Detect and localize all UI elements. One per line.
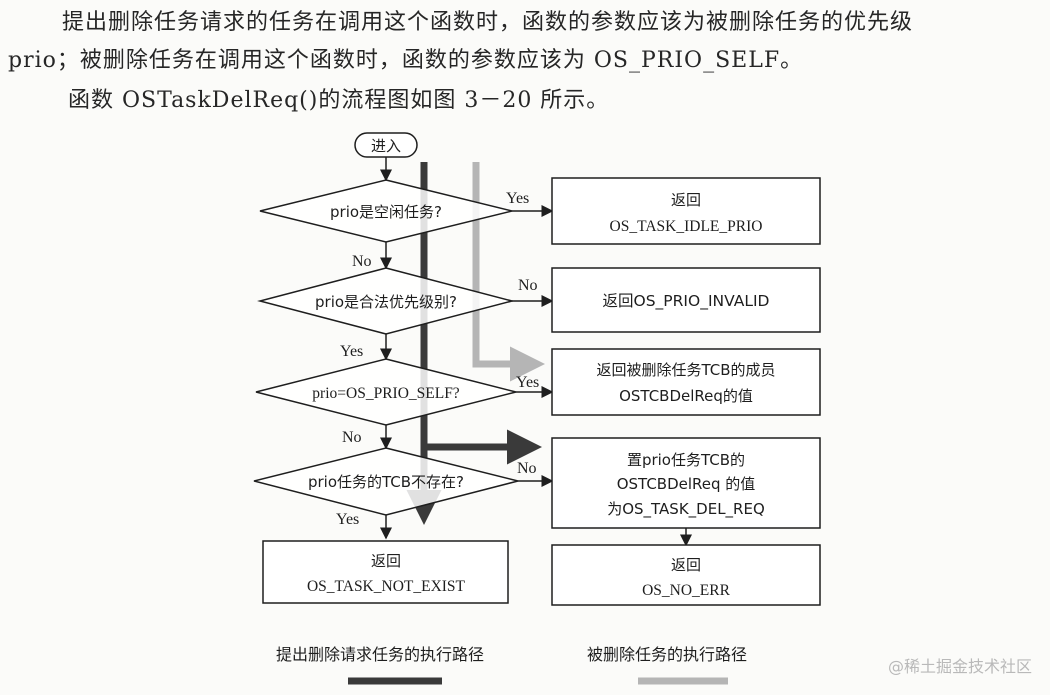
- legend-dark-label: 提出删除请求任务的执行路径: [276, 645, 484, 664]
- decision-prio-self: [255, 358, 517, 426]
- result-idle-prio-box: [551, 177, 821, 245]
- start-label: 进入: [371, 137, 401, 155]
- paragraph-line-2: prio；被删除任务在调用这个函数时，函数的参数应该为 OS_PRIO_SELF…: [8, 48, 804, 73]
- label-d1-yes: Yes: [506, 190, 529, 207]
- result-delreq-value-line-2: OSTCBDelReq的值: [619, 387, 753, 405]
- result-idle-prio-line-2: OS_TASK_IDLE_PRIO: [610, 218, 763, 235]
- result-delreq-value-line-1: 返回被删除任务TCB的成员: [596, 361, 775, 379]
- label-d3-yes: Yes: [516, 374, 539, 391]
- result-task-not-exist-line-1: 返回: [371, 552, 401, 570]
- light-execution-path: [472, 162, 545, 382]
- result-prio-invalid-box: [551, 267, 821, 333]
- set-delreq-line-1: 置prio任务TCB的: [627, 451, 745, 469]
- set-delreq-line-3: 为OS_TASK_DEL_REQ: [607, 500, 765, 519]
- label-d4-no: No: [517, 460, 537, 477]
- decision-valid-prio-label: prio是合法优先级别?: [315, 293, 457, 311]
- result-no-err-line-1: 返回: [671, 556, 701, 574]
- label-d3-no: No: [342, 429, 362, 446]
- decision-prio-self-label: prio=OS_PRIO_SELF?: [312, 385, 460, 402]
- decision-tcb-not-exist: [253, 447, 519, 516]
- result-no-err-line-2: OS_NO_ERR: [642, 582, 731, 599]
- label-d4-yes: Yes: [336, 511, 359, 528]
- result-task-not-exist-box: [262, 540, 509, 604]
- watermark: @稀土掘金技术社区: [887, 657, 1032, 676]
- legend-light-label: 被删除任务的执行路径: [587, 645, 747, 664]
- label-d1-no: No: [352, 253, 372, 270]
- result-delreq-value-box: [551, 348, 821, 416]
- label-d2-yes: Yes: [340, 343, 363, 360]
- result-idle-prio-line-1: 返回: [671, 191, 701, 209]
- paragraph-line-1: 提出删除任务请求的任务在调用这个函数时，函数的参数应该为被删除任务的优先级: [62, 10, 914, 35]
- result-prio-invalid-line-1: 返回OS_PRIO_INVALID: [603, 292, 770, 311]
- decision-tcb-not-exist-label: prio任务的TCB不存在?: [308, 473, 464, 491]
- decision-idle-task: [259, 179, 513, 243]
- result-no-err-box: [551, 544, 821, 606]
- result-task-not-exist-line-2: OS_TASK_NOT_EXIST: [307, 578, 466, 595]
- set-delreq-box: [551, 437, 821, 529]
- paragraph-line-3: 函数 OSTaskDelReq()的流程图如图 3－20 所示。: [68, 88, 610, 113]
- decision-idle-task-label: prio是空闲任务?: [330, 203, 442, 221]
- decision-valid-prio: [257, 267, 515, 335]
- label-d2-no: No: [518, 277, 538, 294]
- set-delreq-line-2: OSTCBDelReq 的值: [617, 475, 756, 493]
